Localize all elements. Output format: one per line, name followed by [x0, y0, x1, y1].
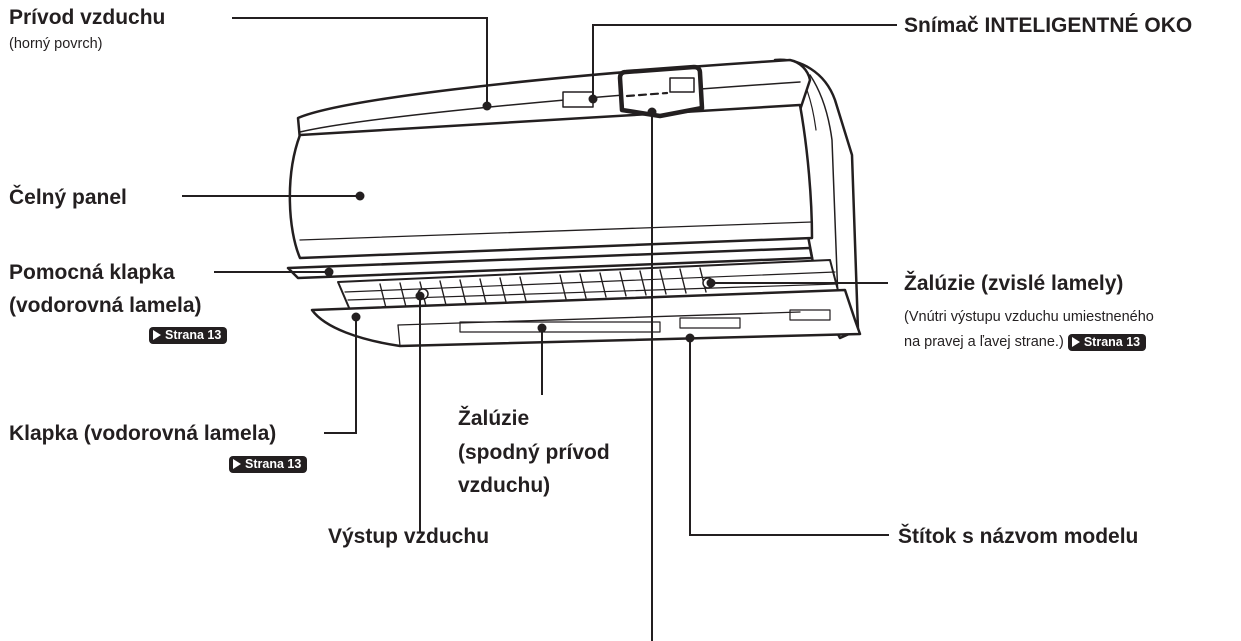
- label-louver-bottom-line2: (spodný prívod: [458, 441, 610, 464]
- label-air-intake-top-sub: (horný povrch): [9, 36, 103, 52]
- label-louver-bottom-line3: vzduchu): [458, 474, 551, 497]
- triangle-right-icon: [233, 459, 241, 469]
- pointer-dots: [324, 94, 716, 343]
- leader-lines: [182, 17, 897, 641]
- page-ref-text: Strana 13: [245, 457, 302, 471]
- label-louver-bottom-line1: Žalúzie: [458, 407, 530, 430]
- label-louvers-vertical-note2-row: na pravej a ľavej strane.) Strana 13: [904, 332, 1147, 352]
- leader-flap: [324, 318, 357, 434]
- label-aux-flap-line1: Pomocná klapka: [9, 261, 175, 284]
- label-aux-flap-line2: (vodorovná lamela): [9, 294, 202, 317]
- label-model-label: Štítok s názvom modelu: [898, 525, 1139, 548]
- label-front-panel: Čelný panel: [9, 186, 127, 209]
- label-louvers-vertical-note2: na pravej a ľavej strane.): [904, 334, 1064, 350]
- label-sensor: Snímač INTELIGENTNÉ OKO: [904, 14, 1193, 37]
- leader-air-intake-top: [232, 17, 488, 103]
- label-louvers-vertical: Žalúzie (zvislé lamely): [904, 272, 1124, 295]
- label-air-outlet: Výstup vzduchu: [328, 525, 490, 548]
- display-highlight: [617, 64, 705, 119]
- page-ref-badge-aux-flap[interactable]: Strana 13: [149, 327, 228, 344]
- unit-lower-flap: [310, 288, 862, 348]
- vertical-louver-blades: [379, 267, 707, 309]
- label-louvers-vertical-note1: (Vnútri výstupu vzduchu umiestneného: [904, 309, 1154, 325]
- sensor-window: [562, 91, 594, 108]
- triangle-right-icon: [153, 330, 161, 340]
- indoor-unit-illustration: [286, 58, 862, 348]
- unit-front-panel: [288, 103, 814, 260]
- page-ref-text: Strana 13: [1083, 334, 1141, 349]
- page-ref-badge-flap[interactable]: Strana 13: [229, 456, 308, 473]
- label-air-intake-top: Prívod vzduchu: [9, 6, 166, 29]
- leader-model-label: [689, 338, 889, 536]
- label-flap: Klapka (vodorovná lamela): [9, 422, 277, 445]
- triangle-right-icon: [1071, 336, 1080, 347]
- unit-aux-flap: [286, 246, 814, 280]
- leader-sensor: [592, 24, 897, 98]
- page-ref-text: Strana 13: [165, 328, 222, 342]
- page-ref-badge-louvers[interactable]: Strana 13: [1067, 333, 1147, 351]
